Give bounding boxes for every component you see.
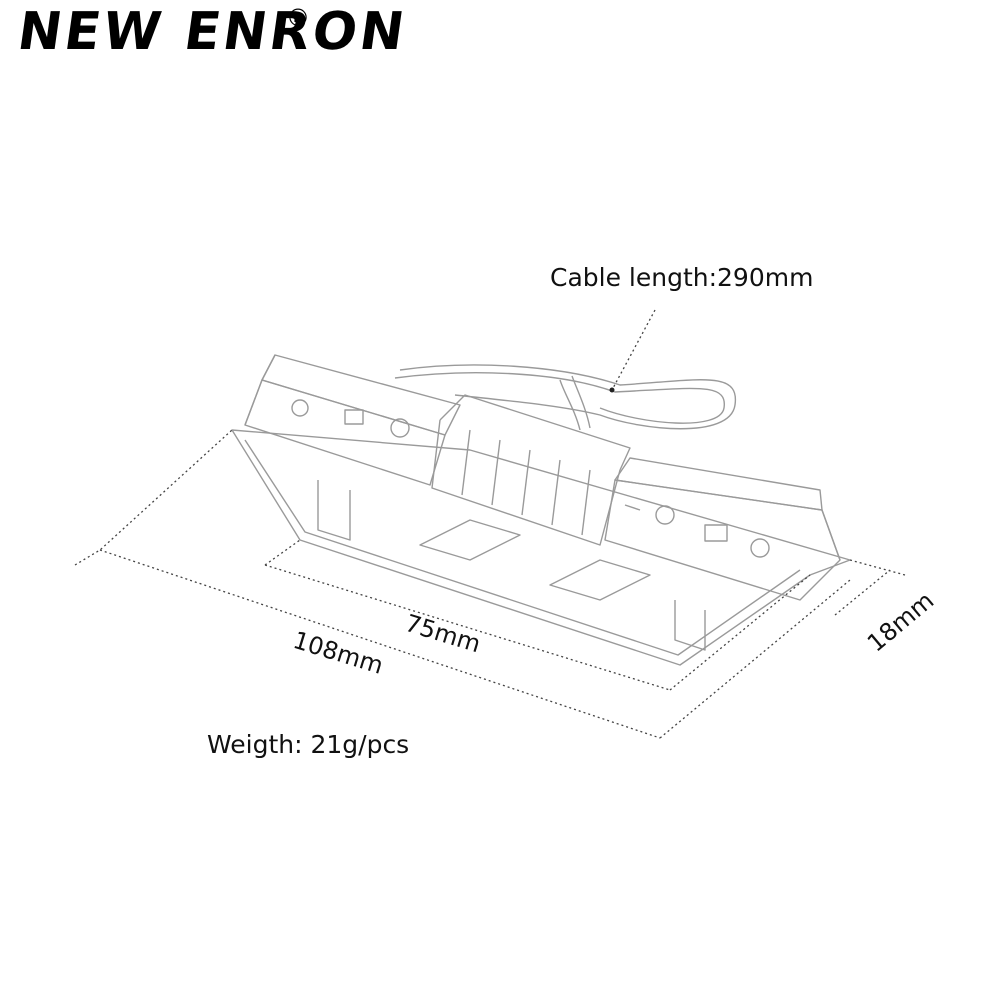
cable-length-label: Cable length:290mm: [550, 263, 814, 292]
weight-label: Weigth: 21g/pcs: [207, 730, 410, 759]
cable-leader-dot: [609, 387, 615, 393]
registered-mark: ®: [286, 4, 310, 32]
led-light-bar-sketch-icon: [231, 354, 851, 666]
dimension-lines: [74, 309, 906, 739]
